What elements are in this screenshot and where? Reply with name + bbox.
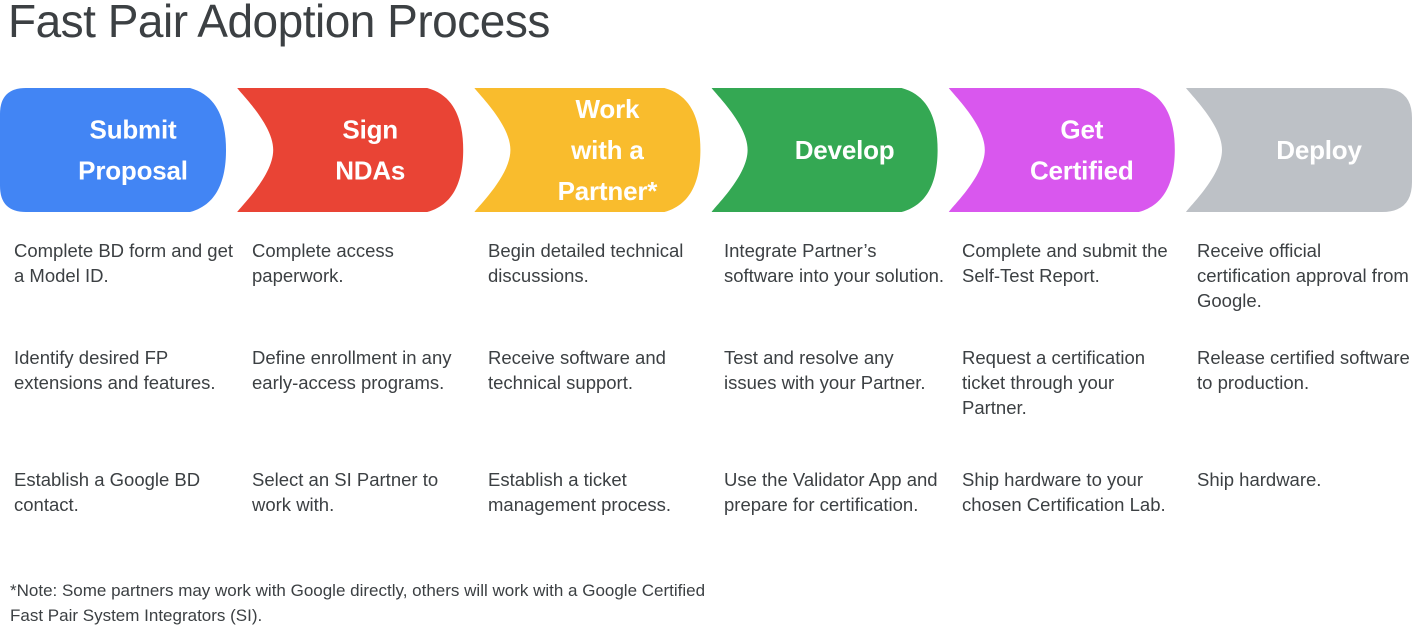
detail-item-submit-proposal-1: Complete BD form and get a Model ID.	[14, 240, 234, 286]
stage-banner-deploy[interactable]: Deploy	[1186, 88, 1412, 212]
detail-item-work-with-a-partner-1: Begin detailed technical discussions.	[488, 240, 684, 286]
stage-banner-shape	[948, 88, 1175, 212]
detail-item-develop-3: Use the Validator App and prepare for ce…	[724, 469, 938, 515]
page-title: Fast Pair Adoption Process	[8, 0, 550, 47]
stage-banner-shape	[474, 88, 701, 212]
detail-item-submit-proposal-2: Identify desired FP extensions and featu…	[14, 347, 216, 393]
detail-item-work-with-a-partner-2: Receive software and technical support.	[488, 347, 666, 393]
detail-item-develop-2: Test and resolve any issues with your Pa…	[724, 347, 926, 393]
stage-banner-label: Develop	[795, 135, 895, 165]
detail-item-get-certified-2: Request a certification ticket through y…	[962, 347, 1146, 418]
stage-banner-shape	[237, 88, 464, 212]
detail-item-submit-proposal-3: Establish a Google BD contact.	[14, 469, 201, 515]
detail-item-sign-ndas-1: Complete access paperwork.	[252, 240, 394, 286]
detail-item-sign-ndas-3: Select an SI Partner to work with.	[252, 469, 439, 515]
detail-item-get-certified-3: Ship hardware to your chosen Certificati…	[962, 469, 1166, 515]
stage-banner-shape	[1186, 88, 1412, 212]
detail-item-get-certified-1: Complete and submit the Self-Test Report…	[962, 240, 1168, 286]
detail-item-sign-ndas-2: Define enrollment in any early-access pr…	[252, 347, 452, 393]
stage-banner-develop[interactable]: Develop	[711, 88, 938, 212]
detail-item-deploy-3: Ship hardware.	[1197, 469, 1322, 490]
detail-item-develop-1: Integrate Partner’s software into your s…	[724, 240, 945, 286]
stage-banner-shape	[711, 88, 938, 212]
detail-item-deploy-2: Release certified software to production…	[1197, 347, 1410, 393]
detail-item-deploy-1: Receive official certification approval …	[1197, 240, 1409, 311]
footnote: *Note: Some partners may work with Googl…	[10, 581, 706, 625]
stage-banner-shape	[0, 88, 226, 212]
stage-banner-label: Deploy	[1276, 135, 1362, 165]
detail-item-work-with-a-partner-3: Establish a ticket management process.	[488, 469, 672, 515]
